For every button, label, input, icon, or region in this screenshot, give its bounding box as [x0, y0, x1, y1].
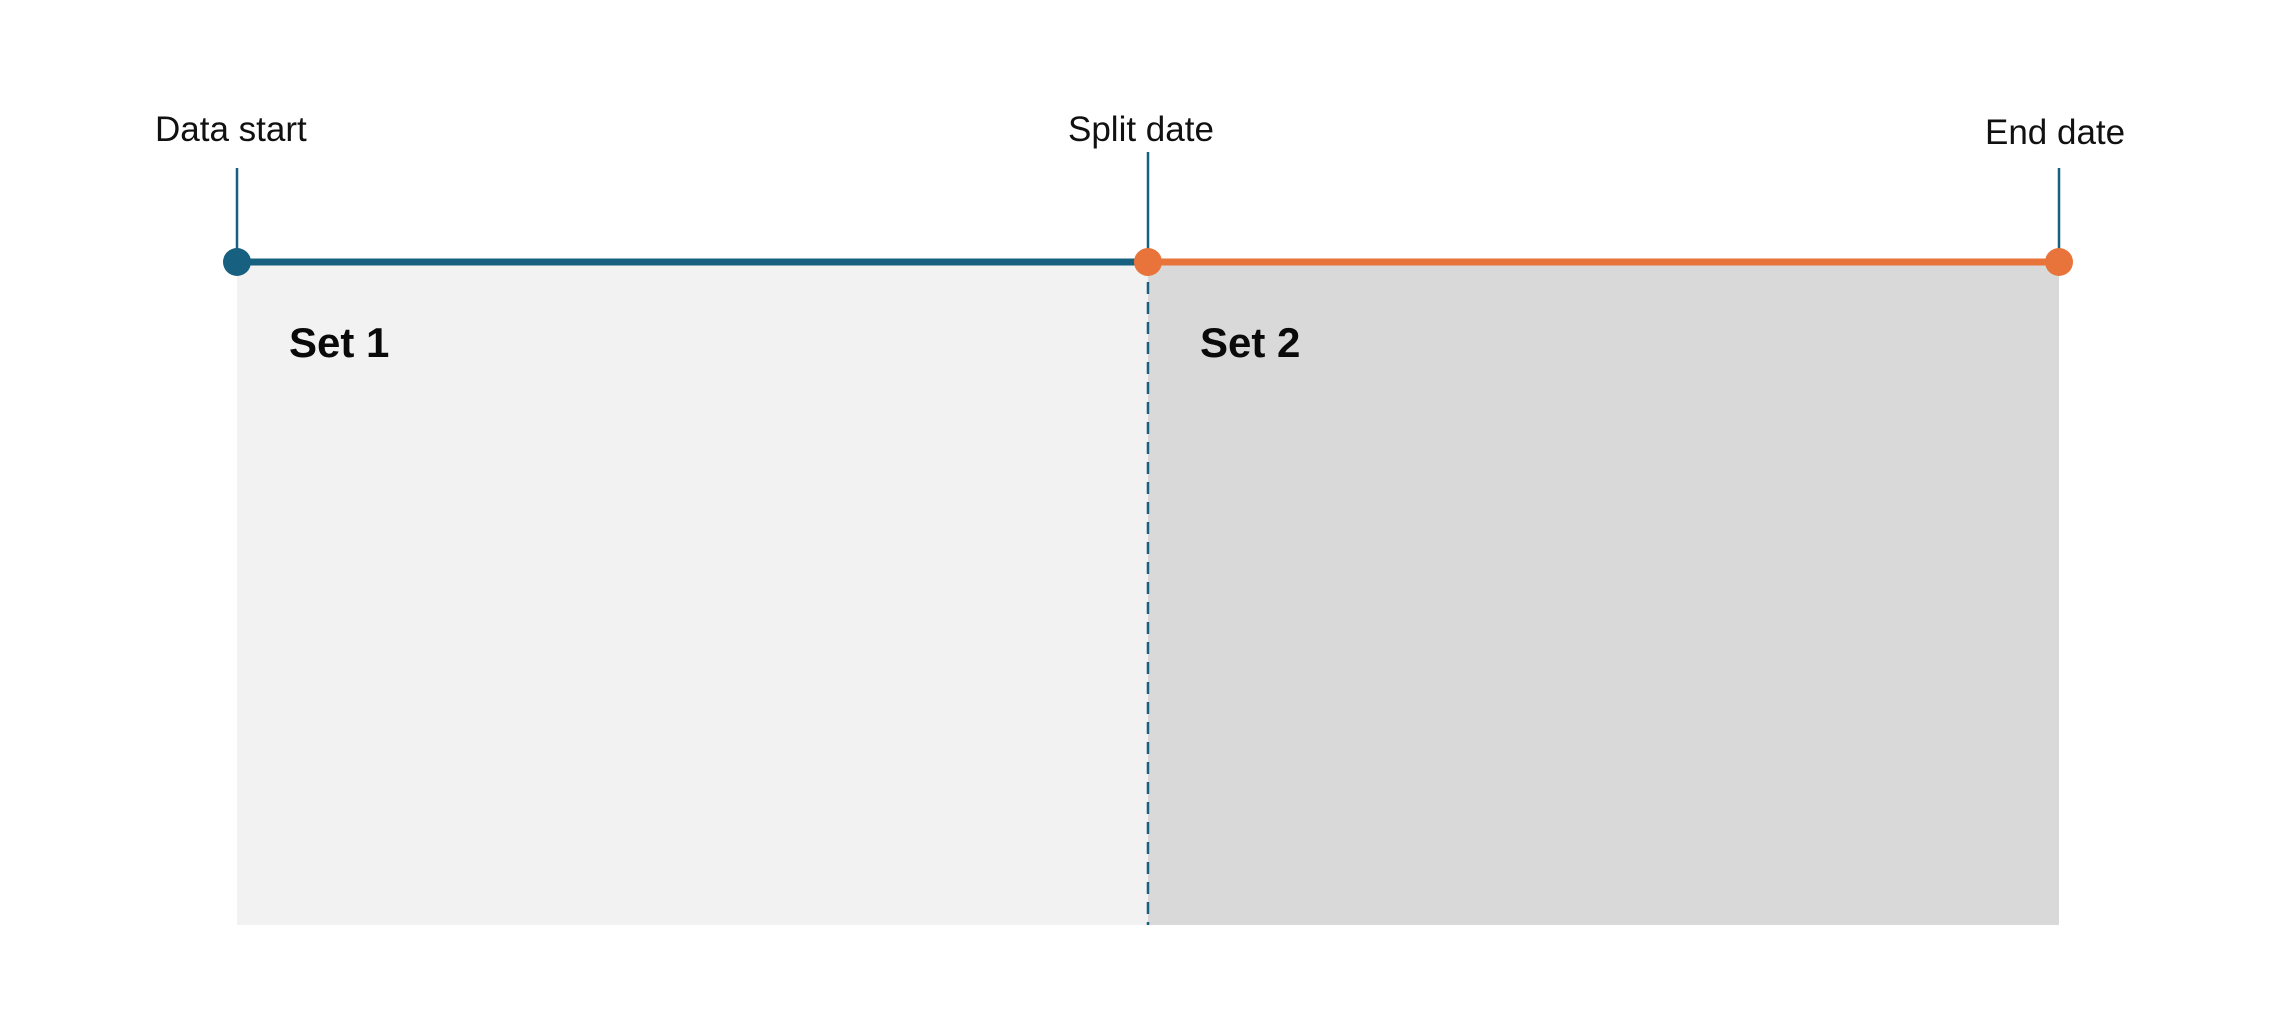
set-2-label: Set 2: [1200, 319, 1301, 366]
set-1-label: Set 1: [289, 319, 390, 366]
start-marker-dot: [223, 248, 251, 276]
end-marker-dot: [2045, 248, 2073, 276]
split-marker-dot: [1134, 248, 1162, 276]
set-2-region: [1148, 262, 2059, 925]
split-date-label: Split date: [1068, 110, 1214, 149]
set-1-region: [237, 262, 1148, 925]
end-date-label: End date: [1985, 113, 2126, 152]
data-start-label: Data start: [155, 110, 307, 149]
